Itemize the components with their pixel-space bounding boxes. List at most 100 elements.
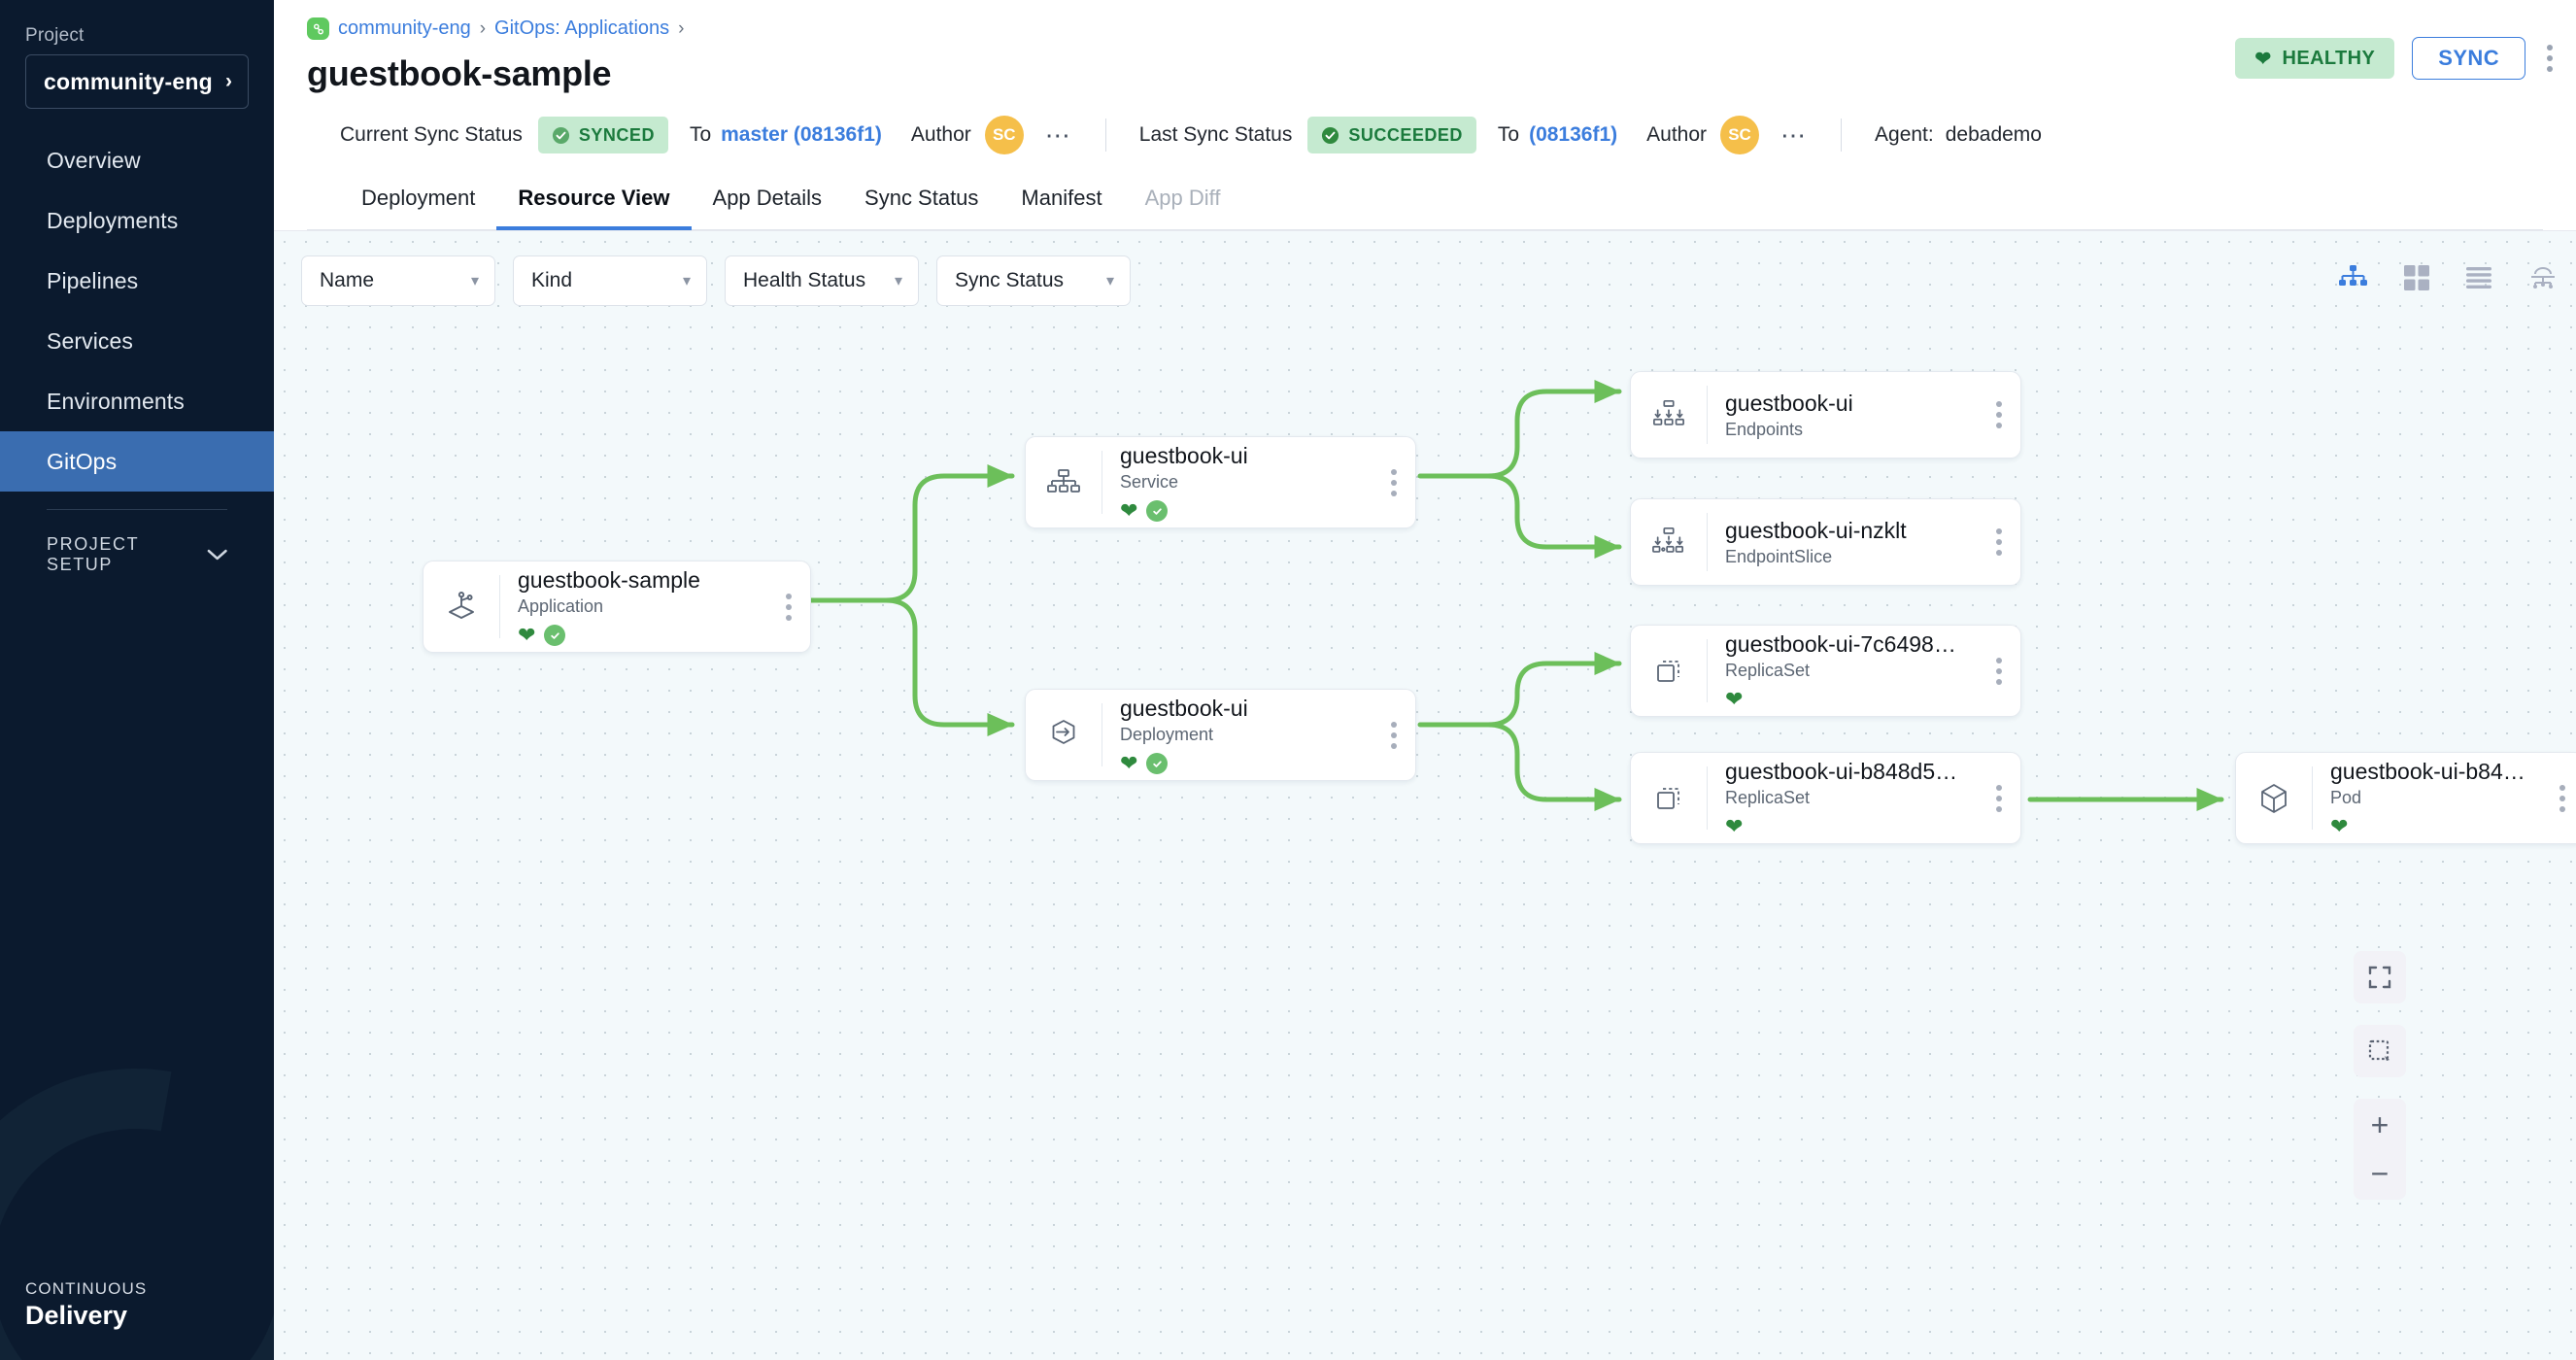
zoom-in-button[interactable]: + [2370,1107,2390,1142]
graph-node-replicaset-1[interactable]: guestbook-ui-7c64987dc9 ReplicaSet ❤ [1630,625,2021,717]
fit-to-screen-button[interactable] [2354,951,2406,1003]
node-menu-icon[interactable] [1978,657,2020,685]
list-view-icon[interactable] [2465,266,2492,289]
avatar[interactable]: SC [984,116,1024,154]
application-icon [424,588,499,627]
node-divider [1707,766,1708,830]
current-more-icon[interactable]: ⋯ [1044,120,1072,150]
avatar[interactable]: SC [1720,116,1760,154]
node-menu-icon[interactable] [2541,784,2576,812]
filter-name[interactable]: Name ▾ [301,255,495,306]
resource-graph-canvas[interactable]: Name ▾ Kind ▾ Health Status ▾ Sync Statu… [274,231,2576,1360]
sidebar-item-label: Deployments [47,207,179,233]
project-label: Project [25,25,85,46]
node-kind: Pod [2330,788,2362,808]
current-sync-status-label: Current Sync Status [340,123,523,146]
graph-node-replicaset-2[interactable]: guestbook-ui-b848d5d9d ReplicaSet ❤ [1630,752,2021,844]
check-circle-icon [544,625,566,647]
network-view-icon[interactable] [2527,264,2559,291]
chevron-right-icon: › [225,70,232,92]
sidebar-item-deployments[interactable]: Deployments [0,190,274,251]
graph-node-pod[interactable]: guestbook-ui-b848d5d9... Pod ❤ [2235,752,2576,844]
last-to-label: To [1497,123,1520,146]
filter-health-status[interactable]: Health Status ▾ [725,255,919,306]
node-kind: Deployment [1120,725,1214,745]
filter-kind[interactable]: Kind ▾ [513,255,707,306]
agent-value: debademo [1945,123,2042,146]
last-more-icon[interactable]: ⋯ [1780,120,1809,150]
current-revision-link[interactable]: master (08136f1) [721,123,882,146]
pod-icon [2236,780,2312,817]
heart-icon: ❤ [1725,687,1744,712]
graph-node-service[interactable]: guestbook-ui Service ❤ [1025,436,1416,528]
node-divider [1707,386,1708,444]
topbar: community-eng › GitOps: Applications › g… [274,0,2576,231]
chevron-down-icon: ▾ [1105,273,1114,289]
sidebar-item-services[interactable]: Services [0,311,274,371]
tab-label: Resource View [518,186,670,210]
graph-node-endpointslice[interactable]: guestbook-ui-nzklt EndpointSlice [1630,498,2021,586]
breadcrumb-separator: › [678,17,685,39]
agent-label: Agent: [1875,123,1934,146]
project-selector[interactable]: community-eng › [25,54,249,109]
sidebar-item-environments[interactable]: Environments [0,371,274,431]
service-icon [1026,465,1102,500]
tab-sync-status[interactable]: Sync Status [843,172,1000,230]
chevron-down-icon: ▾ [894,273,902,289]
filter-sync-status[interactable]: Sync Status ▾ [936,255,1131,306]
sidebar-divider [47,509,227,510]
status-badge-health[interactable]: ❤ HEALTHY [2235,38,2395,79]
grid-view-icon[interactable] [2403,264,2430,291]
node-menu-icon[interactable] [767,593,810,621]
node-badges: ❤ [1120,752,1363,775]
breadcrumb-item-project[interactable]: community-eng [338,17,471,39]
sidebar-brand: CONTINUOUS Delivery [0,1279,147,1331]
graph-node-endpoints[interactable]: guestbook-ui Endpoints [1630,371,2021,459]
graph-node-deployment[interactable]: guestbook-ui Deployment ❤ [1025,689,1416,781]
tab-app-details[interactable]: App Details [692,172,844,230]
heart-icon: ❤ [1120,498,1138,524]
node-menu-icon[interactable] [1978,401,2020,428]
selection-box-button[interactable] [2354,1025,2406,1077]
sync-button[interactable]: SYNC [2412,37,2525,80]
filter-label: Health Status [743,269,866,291]
breadcrumb-item-applications[interactable]: GitOps: Applications [494,17,670,39]
status-divider [1841,119,1843,152]
tab-deployment[interactable]: Deployment [340,172,496,230]
deployment-icon [1026,716,1102,755]
check-circle-icon [1322,126,1339,144]
tab-app-diff: App Diff [1124,172,1242,230]
node-menu-icon[interactable] [1978,784,2020,812]
node-menu-icon[interactable] [1373,721,1415,749]
node-name: guestbook-ui-7c64987dc9 [1725,630,1968,657]
sidebar-item-label: GitOps [47,448,118,474]
last-revision-link[interactable]: (08136f1) [1529,123,1618,146]
sidebar-item-label: Pipelines [47,267,139,293]
heart-icon: ❤ [1120,751,1138,776]
tab-label: Deployment [361,186,476,210]
sidebar-item-gitops[interactable]: GitOps [0,431,274,492]
status-divider [1104,119,1106,152]
zoom-out-button[interactable]: − [2370,1156,2390,1191]
tree-view-icon[interactable] [2337,264,2368,291]
node-kind: Endpoints [1725,420,1804,440]
chevron-down-icon: ▾ [682,273,691,289]
graph-node-application[interactable]: guestbook-sample Application ❤ [423,561,811,653]
node-menu-icon[interactable] [1978,528,2020,556]
canvas-controls: + − [2354,951,2406,1200]
node-badges: ❤ [2330,815,2531,838]
tab-label: App Diff [1144,186,1221,210]
node-badges: ❤ [1725,688,1968,711]
tab-resource-view[interactable]: Resource View [496,172,692,230]
node-menu-icon[interactable] [1373,468,1415,496]
filter-label: Name [320,269,375,291]
more-options-icon[interactable] [2543,41,2557,76]
sidebar-section-project-setup[interactable]: PROJECT SETUP [0,531,274,578]
endpoints-icon [1631,398,1707,431]
last-sync-status-label: Last Sync Status [1138,123,1293,146]
sidebar-item-pipelines[interactable]: Pipelines [0,251,274,311]
brand-module-bottom: Delivery [25,1301,128,1330]
node-divider [1707,513,1708,571]
sidebar-item-overview[interactable]: Overview [0,130,274,190]
tab-manifest[interactable]: Manifest [1000,172,1123,230]
